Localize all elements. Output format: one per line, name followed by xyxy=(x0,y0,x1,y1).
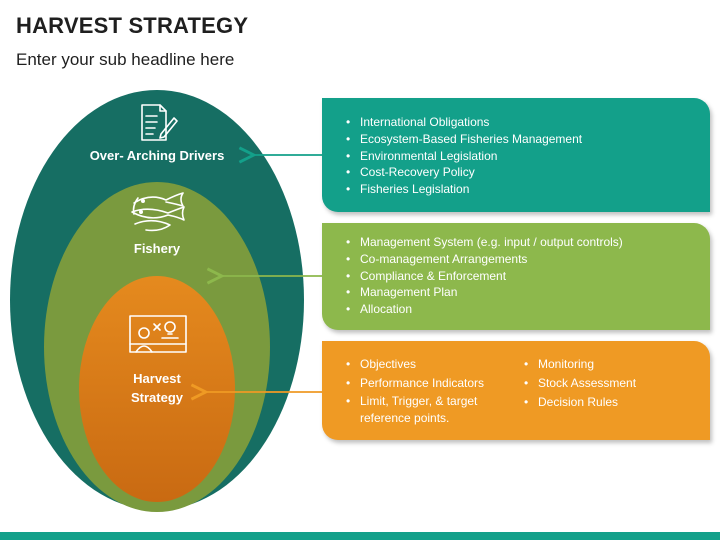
fishery-item: Management System (e.g. input / output c… xyxy=(342,234,700,251)
harvest-item: Stock Assessment xyxy=(520,374,700,393)
document-pen-icon xyxy=(141,104,178,141)
page-title: HARVEST STRATEGY xyxy=(16,13,249,38)
harvest-list-right: Monitoring Stock Assessment Decision Rul… xyxy=(520,355,700,440)
drivers-item: Cost-Recovery Policy xyxy=(342,164,700,181)
fishery-item: Management Plan xyxy=(342,284,700,301)
fishery-item: Allocation xyxy=(342,301,700,318)
harvest-item: Monitoring xyxy=(520,355,700,374)
page-subtitle: Enter your sub headline here xyxy=(16,50,235,69)
bottom-accent-bar xyxy=(0,532,720,540)
middle-ring-label: Fishery xyxy=(133,241,181,256)
inner-ring-label-line1: Harvest xyxy=(133,371,181,386)
fishery-list: Management System (e.g. input / output c… xyxy=(342,234,700,318)
harvest-list-left: Objectives Performance Indicators Limit,… xyxy=(342,355,520,440)
drivers-item: Environmental Legislation xyxy=(342,148,700,165)
fish-icon xyxy=(131,192,185,232)
fishery-item: Compliance & Enforcement xyxy=(342,268,700,285)
drivers-box: International Obligations Ecosystem-Base… xyxy=(322,98,710,212)
fishery-box: Management System (e.g. input / output c… xyxy=(322,223,710,330)
drivers-item: Fisheries Legislation xyxy=(342,181,700,198)
drivers-item: International Obligations xyxy=(342,114,700,131)
harvest-strategy-box: Objectives Performance Indicators Limit,… xyxy=(322,341,710,440)
fishery-item: Co-management Arrangements xyxy=(342,251,700,268)
inner-ring-label-line2: Strategy xyxy=(130,390,184,405)
drivers-list: International Obligations Ecosystem-Base… xyxy=(342,114,700,198)
harvest-item: Limit, Trigger, & target reference point… xyxy=(342,393,520,427)
presentation-board-icon xyxy=(129,315,187,353)
inner-ring-label: Harvest Strategy xyxy=(107,369,207,407)
harvest-item: Objectives xyxy=(342,355,520,374)
drivers-item: Ecosystem-Based Fisheries Management xyxy=(342,131,700,148)
harvest-item: Performance Indicators xyxy=(342,374,520,393)
outer-ring-label: Over- Arching Drivers xyxy=(89,148,225,163)
harvest-item: Decision Rules xyxy=(520,393,700,412)
inner-ellipse xyxy=(79,276,235,502)
